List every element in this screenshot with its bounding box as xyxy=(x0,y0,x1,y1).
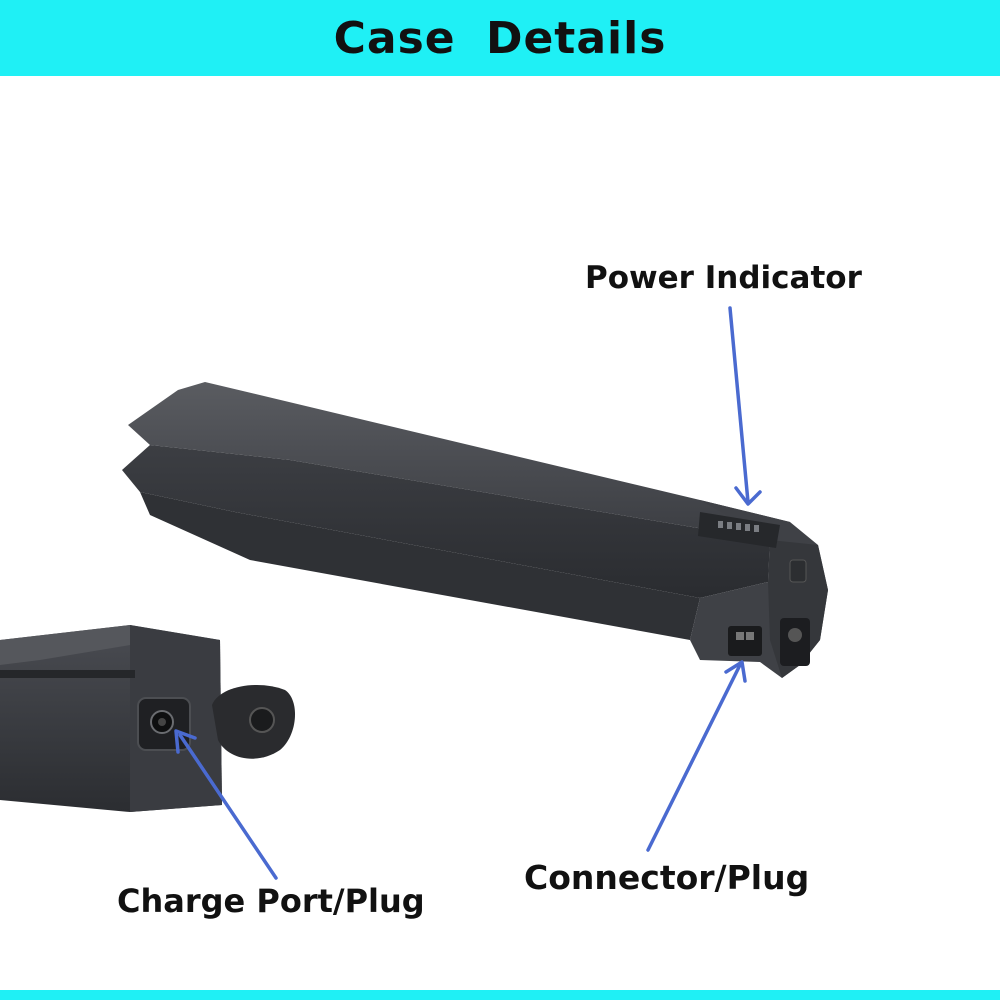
bottom-accent-bar xyxy=(0,990,1000,1000)
connector-arrow xyxy=(646,663,742,852)
power-indicator-arrowhead xyxy=(734,486,762,506)
charge-port-arrowhead xyxy=(174,729,197,754)
page-title: Case Details xyxy=(333,12,667,64)
connector-slot xyxy=(728,618,810,666)
charge-port-arrow xyxy=(178,733,278,880)
power-indicator-label: Power Indicator xyxy=(585,260,862,296)
arrow-icon xyxy=(174,306,762,880)
connector-plug-label: Connector/Plug xyxy=(524,858,810,897)
title-banner: Case Details xyxy=(0,0,1000,76)
charge-port-label: Charge Port/Plug xyxy=(117,882,425,920)
battery-case xyxy=(122,382,828,678)
power-indicator-arrow xyxy=(728,306,750,504)
charge-port-inset xyxy=(0,625,296,812)
connector-arrowhead xyxy=(724,660,747,683)
